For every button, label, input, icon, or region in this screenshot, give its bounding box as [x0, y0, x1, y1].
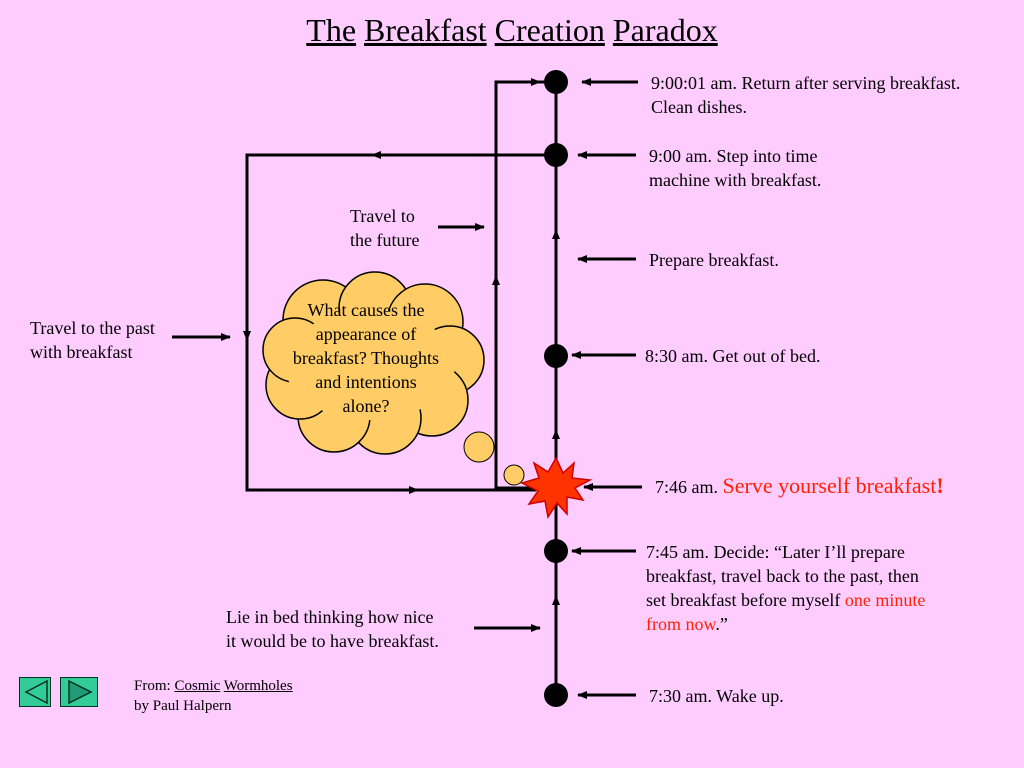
- event-0745-line3: set breakfast before myself one minute: [646, 588, 925, 612]
- event-0746-time: 7:46 am.: [655, 477, 718, 497]
- label-travel-past: Travel to the past with breakfast: [30, 316, 155, 364]
- event-0745-line2: breakfast, travel back to the past, then: [646, 566, 919, 586]
- previous-slide-button[interactable]: [19, 677, 51, 707]
- label-lie-in-bed-line1: Lie in bed thinking how nice: [226, 607, 434, 627]
- event-dot-0830: [544, 344, 568, 368]
- event-label-0730: 7:30 am. Wake up.: [649, 686, 784, 706]
- event-dot-0900: [544, 143, 568, 167]
- credit-author: by Paul Halpern: [134, 698, 232, 714]
- event-dot-0745: [544, 539, 568, 563]
- credit-line1: From: Cosmic Wormholes: [134, 676, 293, 696]
- event-label-0901: 9:00:01 am. Return after serving breakfa…: [651, 71, 960, 119]
- event-label-0900: 9:00 am. Step into time machine with bre…: [649, 144, 821, 192]
- event-dot-0901: [544, 70, 568, 94]
- event-label-0830: 8:30 am. Get out of bed.: [645, 346, 821, 366]
- page-title: The Breakfast Creation Paradox: [0, 12, 1024, 49]
- label-lie-in-bed-line2: it would be to have breakfast.: [226, 631, 439, 651]
- thought-line3: breakfast? Thoughts: [292, 348, 440, 368]
- thought-line4: and intentions: [315, 372, 417, 392]
- label-travel-past-line2: with breakfast: [30, 342, 133, 362]
- credit-prefix: From:: [134, 678, 171, 694]
- event-label-0746: 7:46 am. Serve yourself breakfast!: [655, 474, 944, 499]
- label-lie-in-bed: Lie in bed thinking how nice it would be…: [226, 605, 439, 653]
- label-travel-future-line1: Travel to: [350, 206, 415, 226]
- title-word-paradox: Paradox: [612, 12, 718, 48]
- next-slide-button[interactable]: [60, 677, 98, 707]
- event-0746-action: Serve yourself breakfast: [722, 473, 937, 498]
- label-travel-past-line1: Travel to the past: [30, 318, 155, 338]
- event-0745-line4: from now.”: [646, 612, 925, 636]
- event-0901-line2: Clean dishes.: [651, 97, 747, 117]
- event-0745-line4-emphasis: from now: [646, 614, 716, 634]
- title-word-creation: Creation: [494, 12, 605, 48]
- event-label-0745: 7:45 am. Decide: “Later I’ll prepare bre…: [646, 540, 925, 636]
- event-label-prepare: Prepare breakfast.: [649, 250, 779, 270]
- thought-line2: appearance of: [315, 324, 417, 344]
- left-triangle-icon: [24, 679, 48, 705]
- book-title-link-word1[interactable]: Cosmic: [174, 678, 221, 694]
- event-dot-0730: [544, 683, 568, 707]
- event-0745-line3-text: set breakfast before myself: [646, 590, 841, 610]
- thought-cloud: [262, 271, 485, 455]
- book-title-link-word2[interactable]: Wormholes: [223, 678, 293, 694]
- event-0745-line1: 7:45 am. Decide: “Later I’ll prepare: [646, 542, 905, 562]
- thought-line5: alone?: [342, 396, 390, 416]
- thought-bubble-text: What causes the appearance of breakfast?…: [274, 298, 458, 418]
- label-travel-future-line2: the future: [350, 230, 420, 250]
- event-0900-line2: machine with breakfast.: [649, 170, 822, 190]
- event-0745-line3-emphasis: one minute: [844, 590, 926, 610]
- title-word-the: The: [306, 12, 357, 48]
- source-credit: From: Cosmic Wormholes by Paul Halpern: [134, 676, 293, 716]
- thought-line1: What causes the: [307, 300, 425, 320]
- event-0746-bang: !: [936, 473, 944, 498]
- event-0900-line1: 9:00 am. Step into time: [649, 146, 818, 166]
- title-word-breakfast: Breakfast: [364, 12, 487, 48]
- event-0745-line4-end: .”: [715, 614, 728, 634]
- right-triangle-icon: [68, 679, 93, 705]
- breakfast-burst-icon: [519, 456, 593, 519]
- label-travel-future: Travel to the future: [350, 204, 419, 252]
- future-travel-path: [494, 80, 545, 490]
- event-0901-line1: 9:00:01 am. Return after serving breakfa…: [651, 73, 961, 93]
